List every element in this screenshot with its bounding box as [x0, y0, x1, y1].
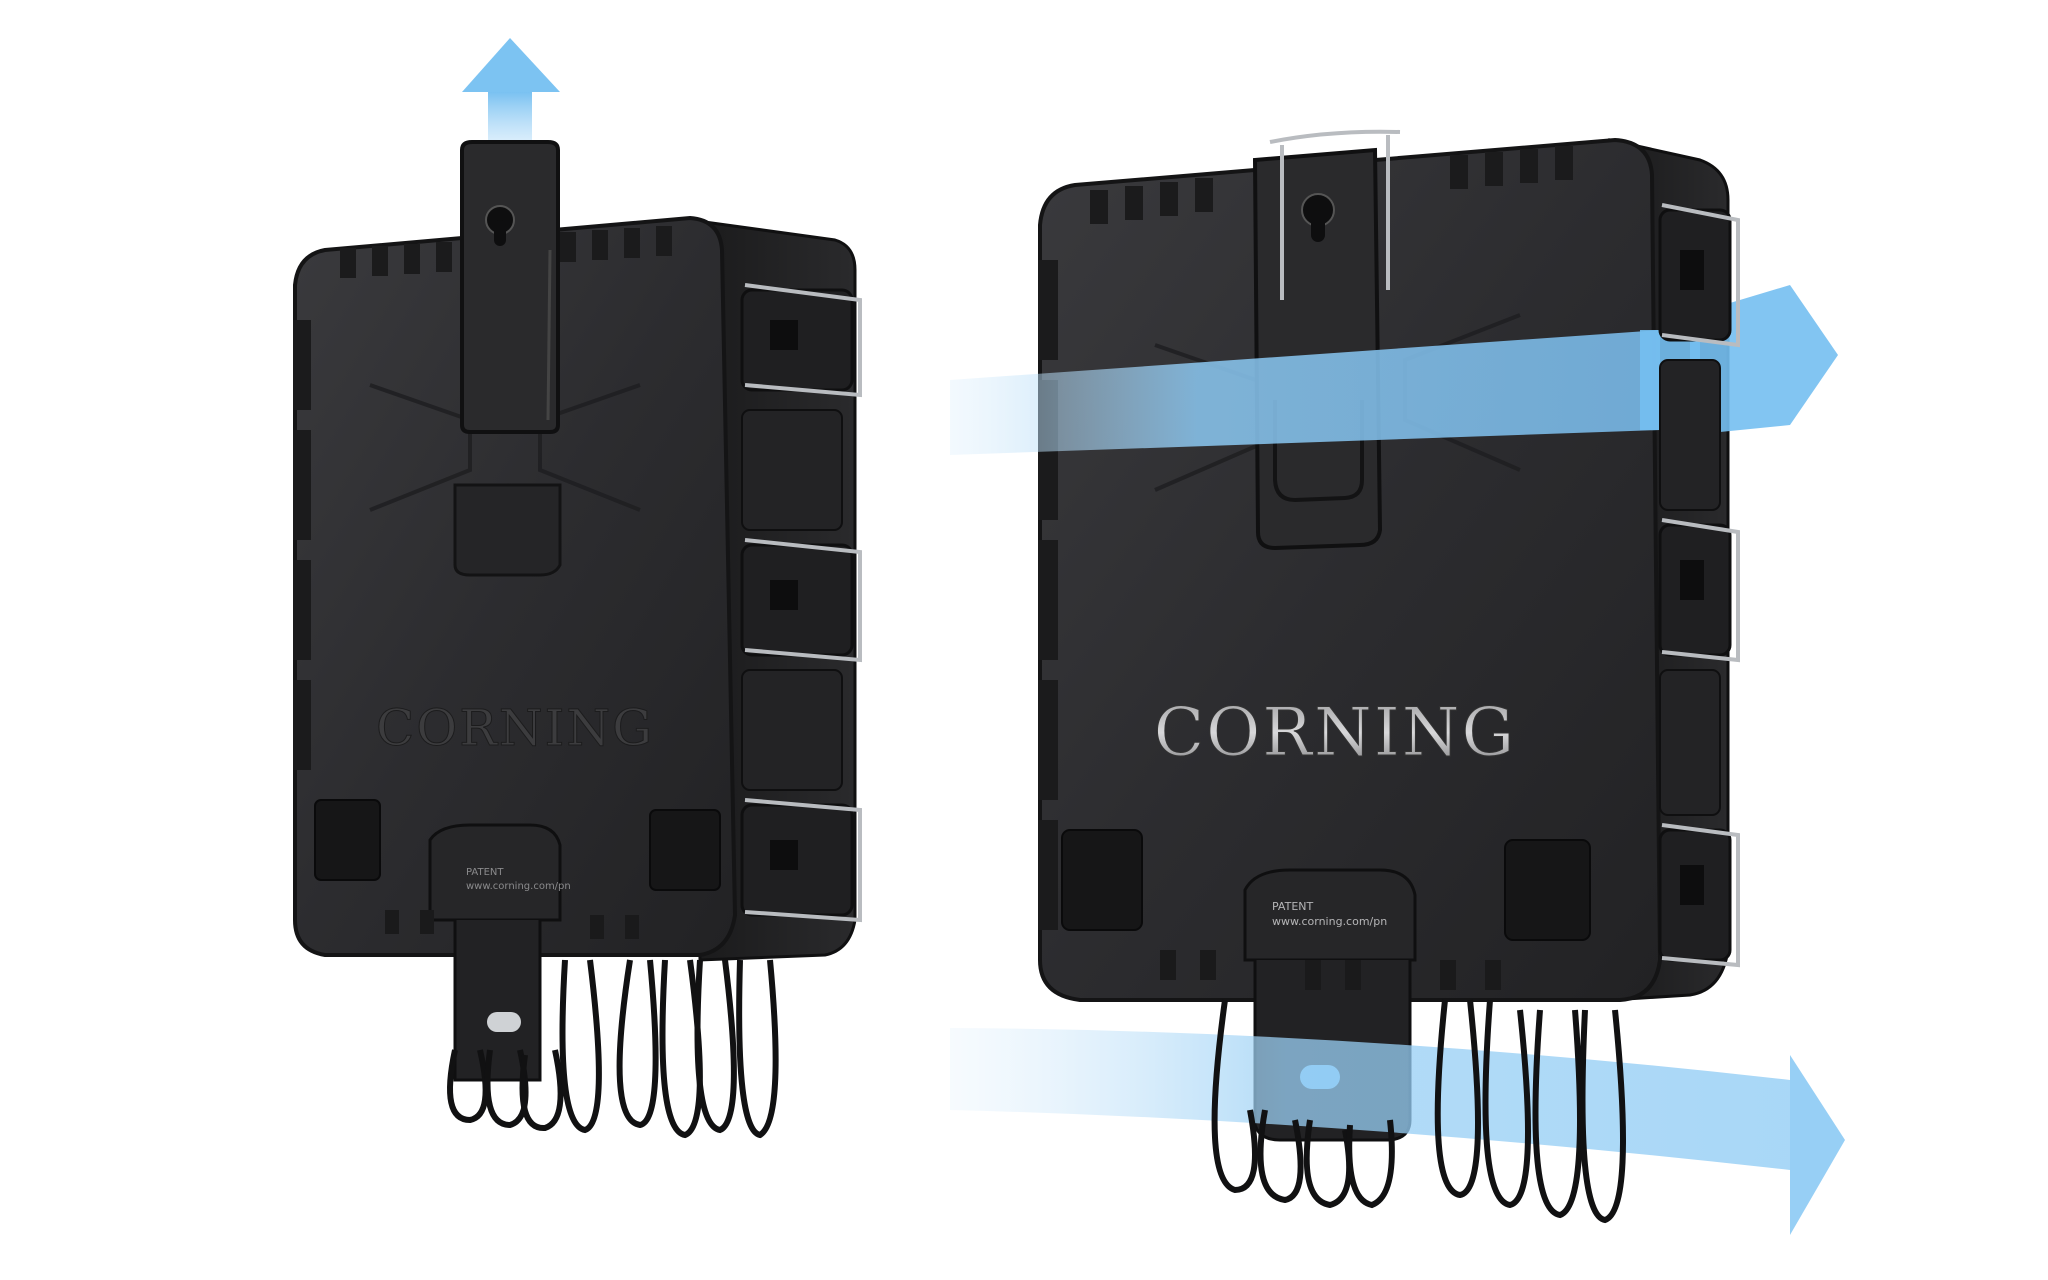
left-housing-face: [293, 215, 738, 957]
left-edge-ribs: [293, 320, 311, 770]
left-bottom-bracket: PATENT www.corning.com/pn: [428, 823, 571, 1082]
left-bottom-ports: [314, 799, 721, 891]
left-terminal: CORNING: [293, 38, 862, 1139]
right-fiber-loops: [1211, 999, 1626, 1224]
right-top-ribs: [1090, 146, 1573, 224]
left-bottom-tabs: [385, 910, 639, 939]
left-side-latches: [740, 283, 862, 923]
left-bowtie-emboss: [369, 383, 641, 512]
left-brand-text: CORNING: [376, 699, 654, 757]
right-patent-url: www.corning.com/pn: [1272, 915, 1387, 928]
right-patent-label: PATENT: [1272, 900, 1313, 913]
left-latch-block: [453, 483, 562, 577]
left-patent-url: www.corning.com/pn: [466, 881, 571, 892]
left-hanger-bracket: [460, 140, 560, 434]
right-bottom-ports: [1061, 829, 1591, 941]
left-fiber-loops: [447, 959, 779, 1139]
right-bottom-tabs: [1160, 950, 1501, 990]
right-hanger-bracket: [1252, 129, 1401, 551]
left-patent-label: PATENT: [466, 867, 504, 878]
lower-horizontal-arrow: [950, 1028, 1845, 1235]
right-brand-text: CORNING: [1154, 694, 1517, 771]
right-side-latches: [1658, 203, 1740, 968]
right-terminal: CORNING: [950, 129, 1845, 1235]
left-top-ribs: [340, 226, 672, 278]
